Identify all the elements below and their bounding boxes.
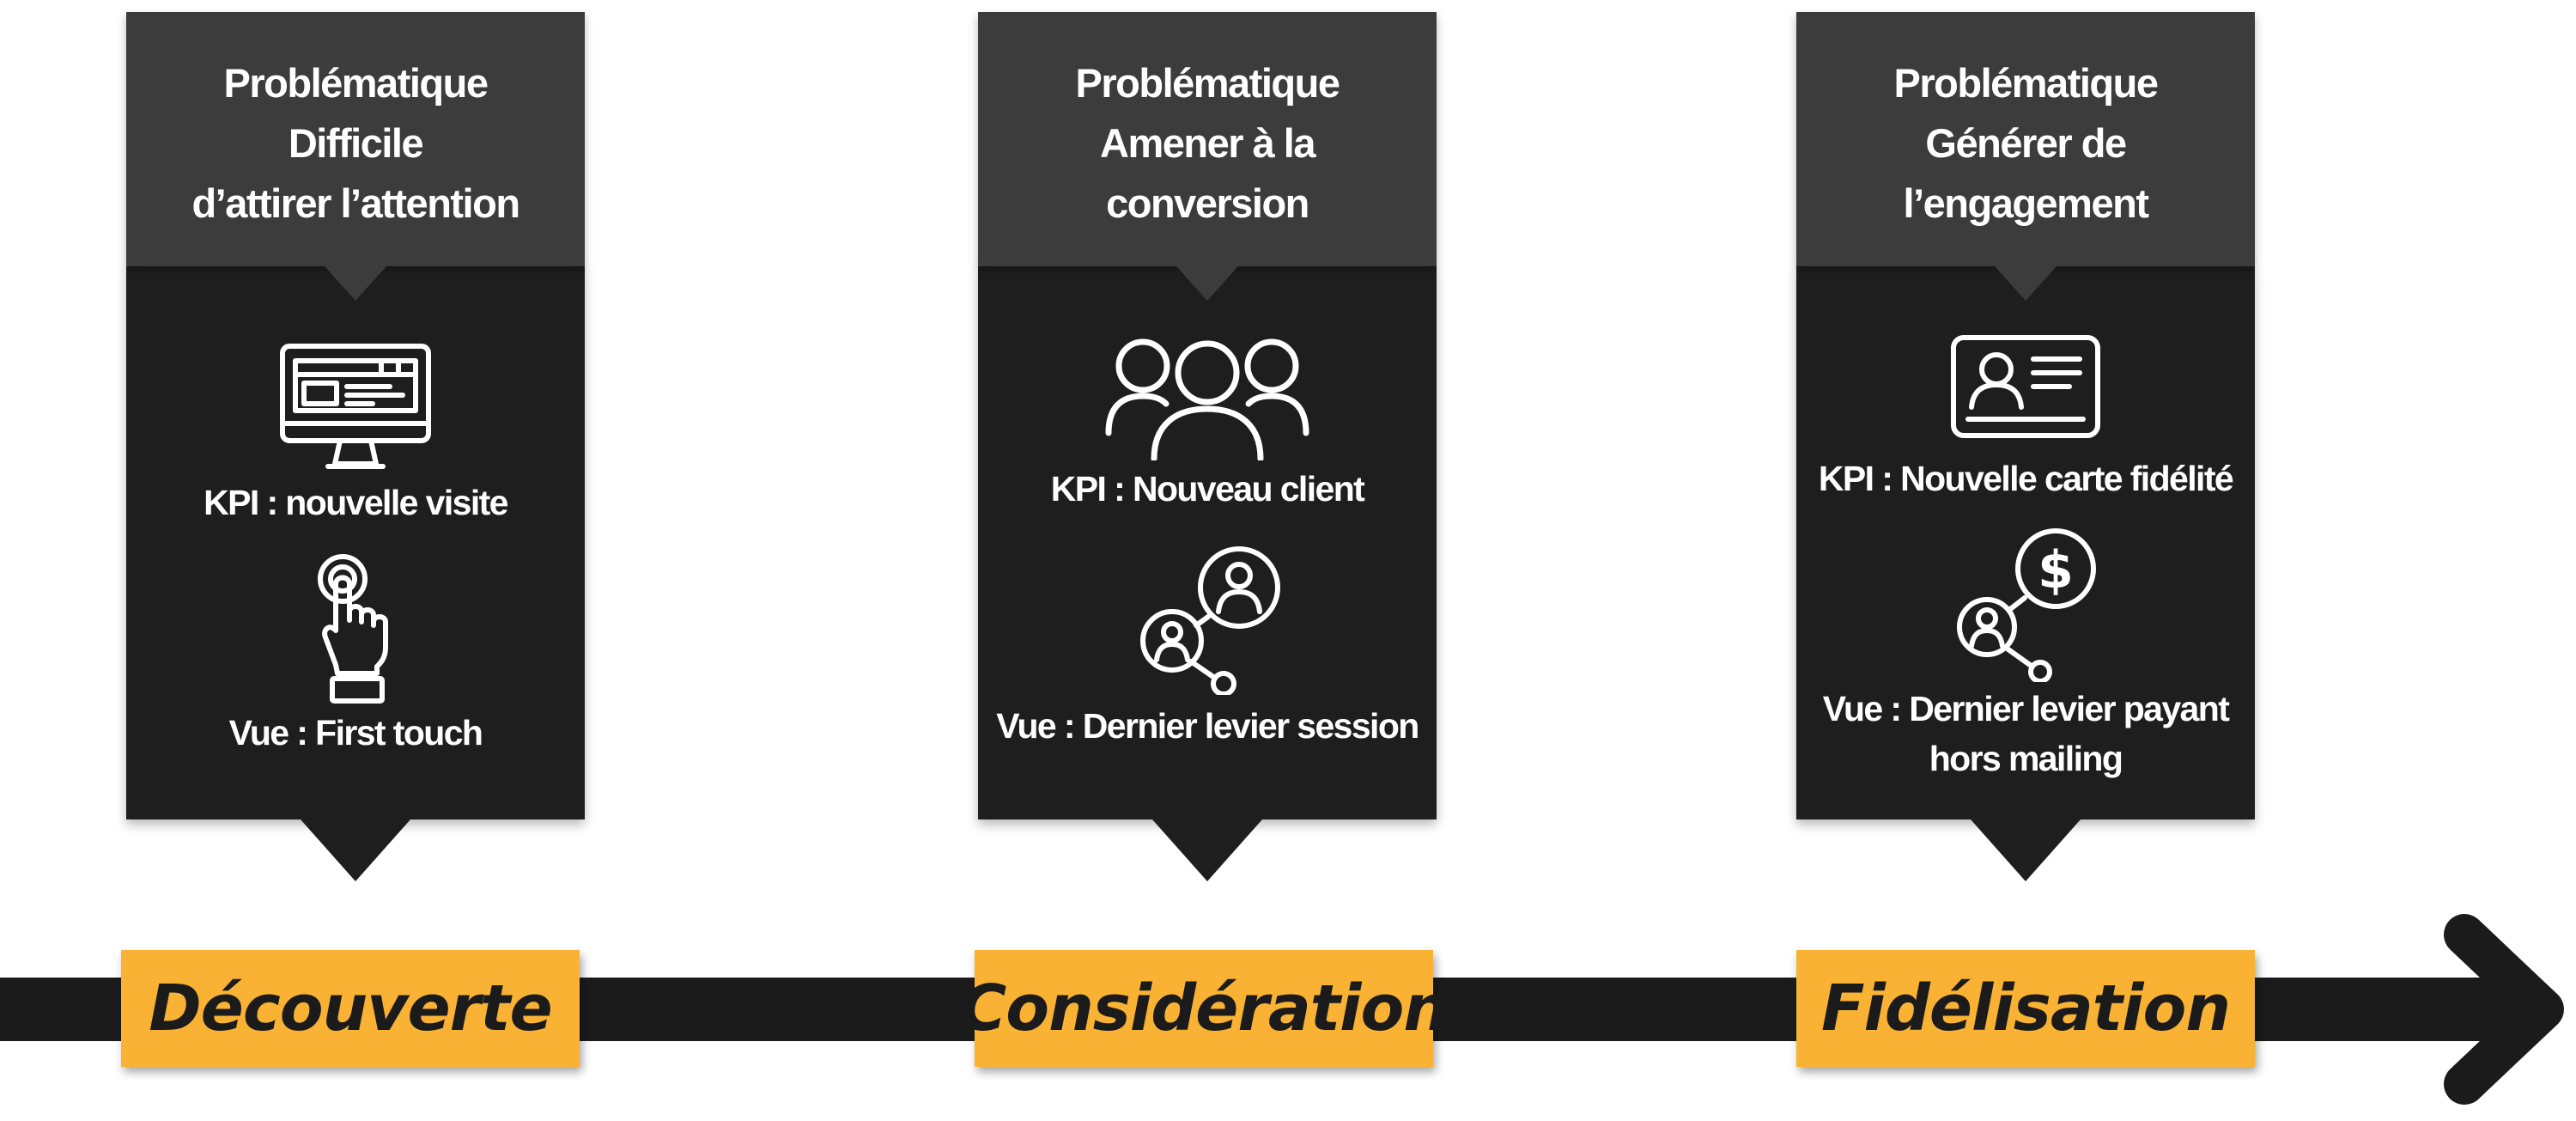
column-fidelisation: Problématique Générer de l’engagement KP… — [1796, 12, 2255, 881]
view-text: Vue : Dernier levier payant hors mailing — [1796, 684, 2255, 783]
problem-line: Problématique — [223, 60, 489, 106]
user-dollar-network-icon: $ — [1953, 526, 2099, 682]
problem-text: Problématique Générer de l’engagement — [1796, 53, 2255, 234]
card-body — [978, 266, 1437, 819]
kpi-text: KPI : nouvelle visite — [204, 483, 508, 522]
problem-header-pointer — [325, 266, 386, 301]
kpi-text: KPI : Nouvelle carte fidélité — [1818, 459, 2234, 498]
problem-header — [1796, 12, 2255, 266]
problem-line: Problématique — [1075, 60, 1340, 106]
problem-text: Problématique Amener à la conversion — [978, 53, 1437, 234]
card-body-pointer — [1152, 819, 1262, 881]
card-body-pointer — [301, 819, 410, 881]
kpi-text: KPI : Nouveau client — [1050, 469, 1365, 509]
problem-text: Problématique Difficile d’attirer l’atte… — [126, 53, 585, 234]
problem-line: Générer de — [1925, 120, 2127, 166]
problem-line: l’engagement — [1903, 180, 2149, 226]
view-text: Vue : First touch — [126, 708, 585, 758]
connected-users-icon — [1138, 545, 1284, 695]
stage-label-decouverte: Découverte — [121, 950, 580, 1067]
stage-label-consideration: Considération — [960, 950, 1449, 1067]
column-consideration: Problématique Amener à la conversion KPI… — [978, 12, 1437, 881]
column-decouverte: Problématique Difficile d’attirer l’atte… — [126, 12, 585, 881]
problem-header-pointer — [1176, 266, 1238, 301]
pointing-hand-icon — [308, 553, 403, 708]
view-text: Vue : Dernier levier session — [978, 701, 1437, 751]
problem-line: Amener à la — [1100, 120, 1315, 166]
card-body-pointer — [1971, 819, 2081, 881]
problem-line: conversion — [1106, 180, 1309, 226]
problem-line: d’attirer l’attention — [191, 180, 520, 226]
problem-header — [978, 12, 1437, 266]
view-line: Vue : Dernier levier session — [996, 706, 1419, 746]
problem-header-pointer — [1995, 266, 2057, 301]
problem-header — [126, 12, 585, 266]
view-line: Vue : Dernier levier payant — [1822, 689, 2230, 728]
id-card-icon — [1949, 333, 2102, 440]
user-group-icon — [1104, 332, 1310, 460]
problem-line: Problématique — [1893, 60, 2159, 106]
svg-text:$: $ — [2038, 540, 2074, 600]
problem-line: Difficile — [288, 120, 424, 166]
arrow-right-icon — [2439, 902, 2576, 1117]
view-line: Vue : First touch — [228, 713, 483, 752]
computer-monitor-icon — [278, 342, 433, 474]
view-line: hors mailing — [1929, 739, 2123, 778]
stage-label-fidelisation: Fidélisation — [1796, 950, 2255, 1067]
